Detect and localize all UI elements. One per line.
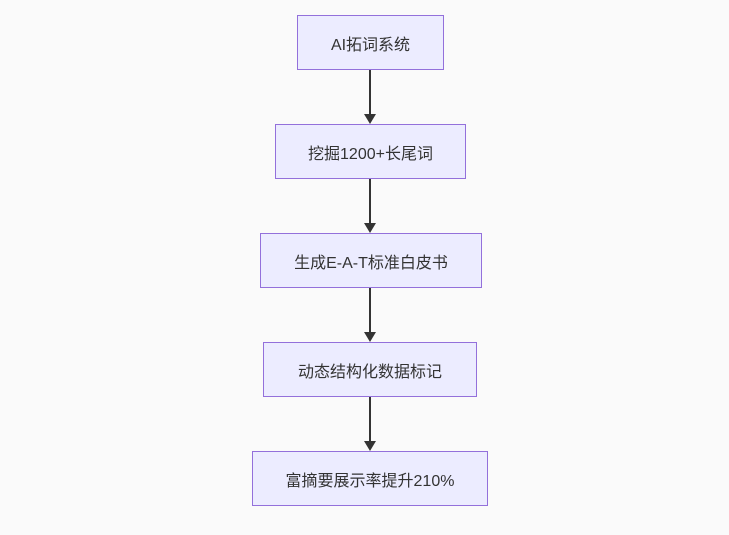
edge-line (369, 397, 371, 441)
arrowhead-down-icon (364, 114, 376, 124)
arrowhead-down-icon (364, 223, 376, 233)
flow-edge-1 (364, 70, 376, 124)
flow-node-structured-data-markup: 动态结构化数据标记 (263, 342, 477, 397)
arrowhead-down-icon (364, 441, 376, 451)
arrowhead-down-icon (364, 332, 376, 342)
edge-line (369, 288, 371, 332)
flow-node-label: 生成E-A-T标准白皮书 (294, 254, 448, 272)
flow-edge-2 (364, 179, 376, 233)
edge-line (369, 179, 371, 223)
flow-node-label: AI拓词系统 (330, 36, 411, 54)
flow-node-label: 动态结构化数据标记 (297, 363, 442, 381)
flow-edge-4 (364, 397, 376, 451)
flow-node-label: 富摘要展示率提升210% (285, 472, 455, 490)
flow-node-label: 挖掘1200+长尾词 (308, 145, 433, 163)
flow-node-longtail-mining: 挖掘1200+长尾词 (275, 124, 466, 179)
flow-node-ai-keyword-system: AI拓词系统 (297, 15, 444, 70)
flow-node-eat-whitepaper: 生成E-A-T标准白皮书 (260, 233, 482, 288)
flow-edge-3 (364, 288, 376, 342)
flow-node-rich-snippet-result: 富摘要展示率提升210% (252, 451, 488, 506)
edge-line (369, 70, 371, 114)
